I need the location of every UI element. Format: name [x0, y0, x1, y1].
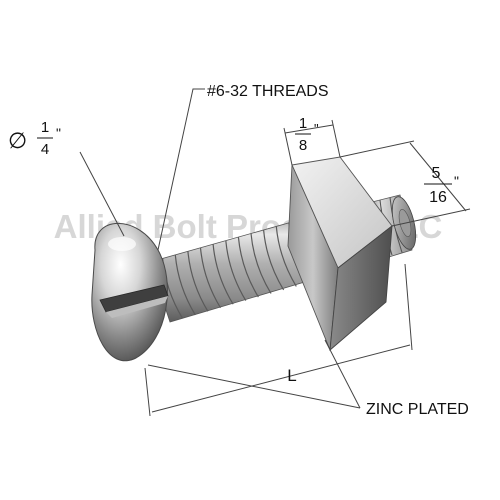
bolt-head [91, 222, 169, 361]
nut-thickness-callout: 1 8 " [283, 115, 341, 166]
thread-ridge [212, 244, 234, 305]
finish-callout: ZINC PLATED [147, 339, 469, 418]
diameter-symbol: ∅ [8, 128, 27, 153]
diameter-numerator: 1 [41, 119, 49, 136]
finish-label: ZINC PLATED [366, 401, 469, 418]
thread-ridge [250, 233, 272, 294]
length-callout: L [144, 263, 413, 417]
threads-label: #6-32 THREADS [207, 83, 329, 100]
nut-thickness-inch-mark: " [314, 121, 319, 136]
thread-ridge [199, 247, 222, 309]
thread-ridge [237, 237, 259, 298]
length-label: L [287, 366, 296, 385]
nut-width-inch-mark: " [454, 173, 459, 189]
threads-callout: #6-32 THREADS [157, 83, 329, 251]
thread-ridge [263, 229, 285, 291]
square-nut [287, 156, 393, 352]
thread-ridge [275, 226, 297, 287]
nut-width-denominator: 16 [429, 189, 447, 206]
diameter-denominator: 4 [41, 141, 49, 158]
nut-thickness-denominator: 8 [299, 137, 307, 154]
thread-ridge [174, 254, 196, 316]
nut-thickness-numerator: 1 [299, 115, 307, 132]
nut-width-callout: 5 16 " [339, 140, 471, 227]
thread-ridge [225, 240, 247, 301]
diameter-callout: ∅ 1 4 " [8, 119, 125, 237]
diameter-inch-mark: " [56, 125, 61, 141]
nut-width-numerator: 5 [432, 165, 441, 182]
thread-ridge [187, 251, 209, 312]
